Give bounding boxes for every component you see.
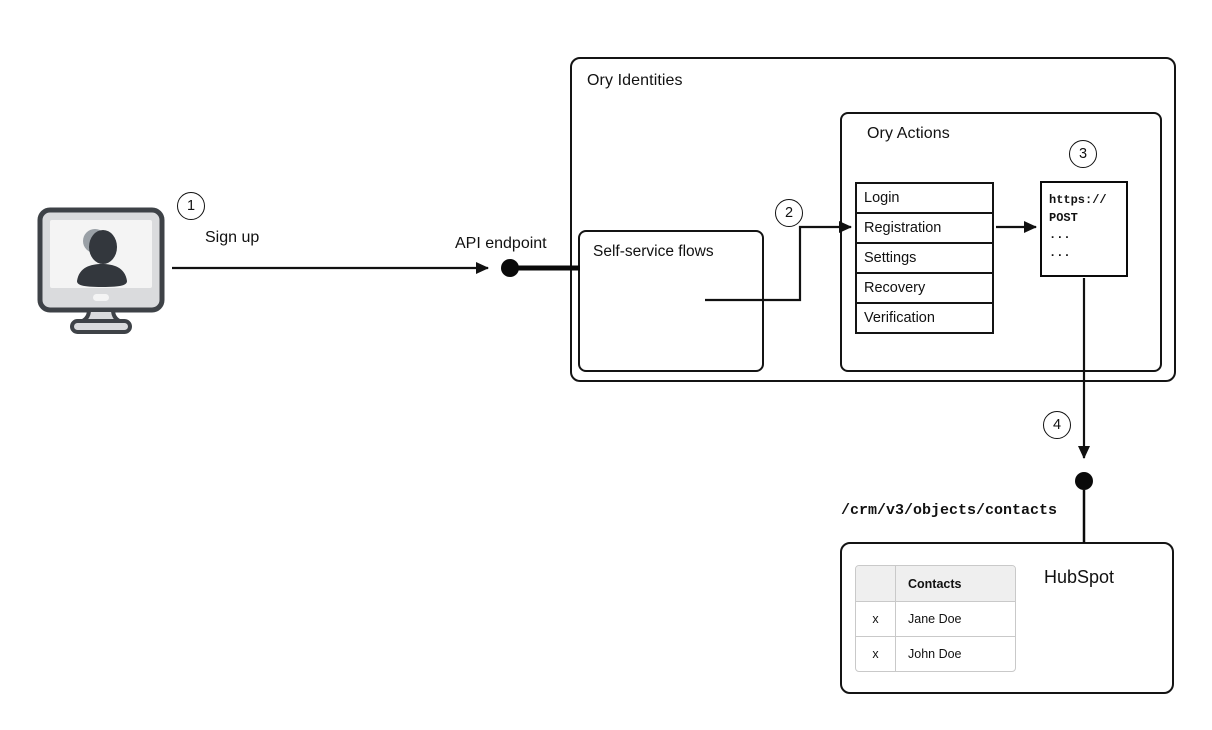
- contacts-header-mark-cell: [856, 566, 896, 601]
- flow-row-settings: Settings: [855, 242, 994, 274]
- step-badge-1: 1: [177, 192, 205, 220]
- contact-name: Jane Doe: [908, 612, 962, 626]
- user-computer-icon: [37, 207, 165, 334]
- contact-mark: x: [856, 637, 896, 671]
- webhook-code-text: https:// POST ... ...: [1049, 193, 1107, 260]
- ory-actions-title: Ory Actions: [867, 125, 950, 142]
- contact-mark: x: [856, 602, 896, 636]
- hubspot-box: [840, 542, 1174, 694]
- step-badge-3: 3: [1069, 140, 1097, 168]
- flow-row-verification: Verification: [855, 302, 994, 334]
- flow-row-recovery: Recovery: [855, 272, 994, 304]
- api-endpoint-dot: [501, 259, 519, 277]
- hubspot-title: HubSpot: [1044, 567, 1115, 587]
- contacts-table-row: x Jane Doe: [856, 601, 1015, 636]
- ory-identities-box: Ory Identities: [570, 57, 1176, 382]
- contacts-table-header-row: Contacts: [856, 566, 1015, 601]
- step-badge-4: 4: [1043, 411, 1071, 439]
- self-service-flows-title: Self-service flows: [593, 243, 714, 260]
- crm-api-path-label: /crm/v3/objects/contacts: [841, 502, 1058, 519]
- ory-identities-title: Ory Identities: [587, 72, 683, 89]
- webhook-code-block: https:// POST ... ...: [1040, 181, 1128, 277]
- step-badge-2: 2: [775, 199, 803, 227]
- hubspot-endpoint-dot: [1075, 472, 1093, 490]
- contact-name: John Doe: [908, 647, 962, 661]
- flow-row-registration: Registration: [855, 212, 994, 244]
- contacts-table: Contacts x Jane Doe x John Doe: [855, 565, 1016, 672]
- api-endpoint-label: API endpoint: [455, 235, 547, 252]
- flow-list: Login Registration Settings Recovery Ver…: [855, 182, 994, 334]
- sign-up-label: Sign up: [205, 229, 260, 246]
- self-service-flows-box: Self-service flows: [578, 230, 764, 372]
- contacts-table-row: x John Doe: [856, 636, 1015, 671]
- contacts-header-label: Contacts: [908, 576, 962, 591]
- flow-row-login: Login: [855, 182, 994, 214]
